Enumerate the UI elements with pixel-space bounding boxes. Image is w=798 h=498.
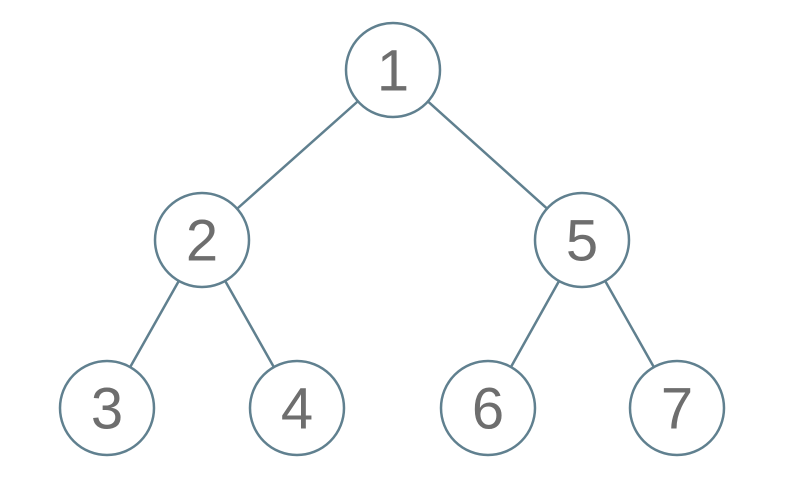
tree-node-3[interactable]: 3	[58, 359, 156, 457]
node-circle-7[interactable]	[628, 359, 726, 457]
tree-edge-5-6	[509, 279, 561, 369]
node-circle-4[interactable]	[248, 359, 346, 457]
tree-node-4[interactable]: 4	[248, 359, 346, 457]
edge-layer	[128, 99, 656, 369]
node-circle-1[interactable]	[344, 21, 442, 119]
node-label-1: 1	[377, 39, 409, 104]
node-circle-3[interactable]	[58, 359, 156, 457]
tree-edge-2-3	[128, 279, 181, 369]
tree-edge-5-7	[603, 279, 656, 369]
node-label-3: 3	[91, 377, 123, 442]
tree-node-6[interactable]: 6	[439, 359, 537, 457]
node-circle-2[interactable]	[153, 191, 251, 289]
node-circle-5[interactable]	[533, 191, 631, 289]
tree-node-5[interactable]: 5	[533, 191, 631, 289]
tree-edge-1-5	[426, 100, 549, 210]
node-circle-6[interactable]	[439, 359, 537, 457]
node-label-6: 6	[472, 377, 504, 442]
node-label-5: 5	[566, 209, 598, 274]
node-layer: 1 2 5 3 4 6 7	[58, 21, 726, 457]
tree-edge-1-2	[235, 99, 360, 211]
node-label-7: 7	[661, 377, 693, 442]
tree-edge-2-4	[223, 279, 276, 369]
node-label-2: 2	[186, 209, 218, 274]
tree-node-2[interactable]: 2	[153, 191, 251, 289]
node-label-4: 4	[281, 377, 313, 442]
tree-node-1[interactable]: 1	[344, 21, 442, 119]
tree-node-7[interactable]: 7	[628, 359, 726, 457]
